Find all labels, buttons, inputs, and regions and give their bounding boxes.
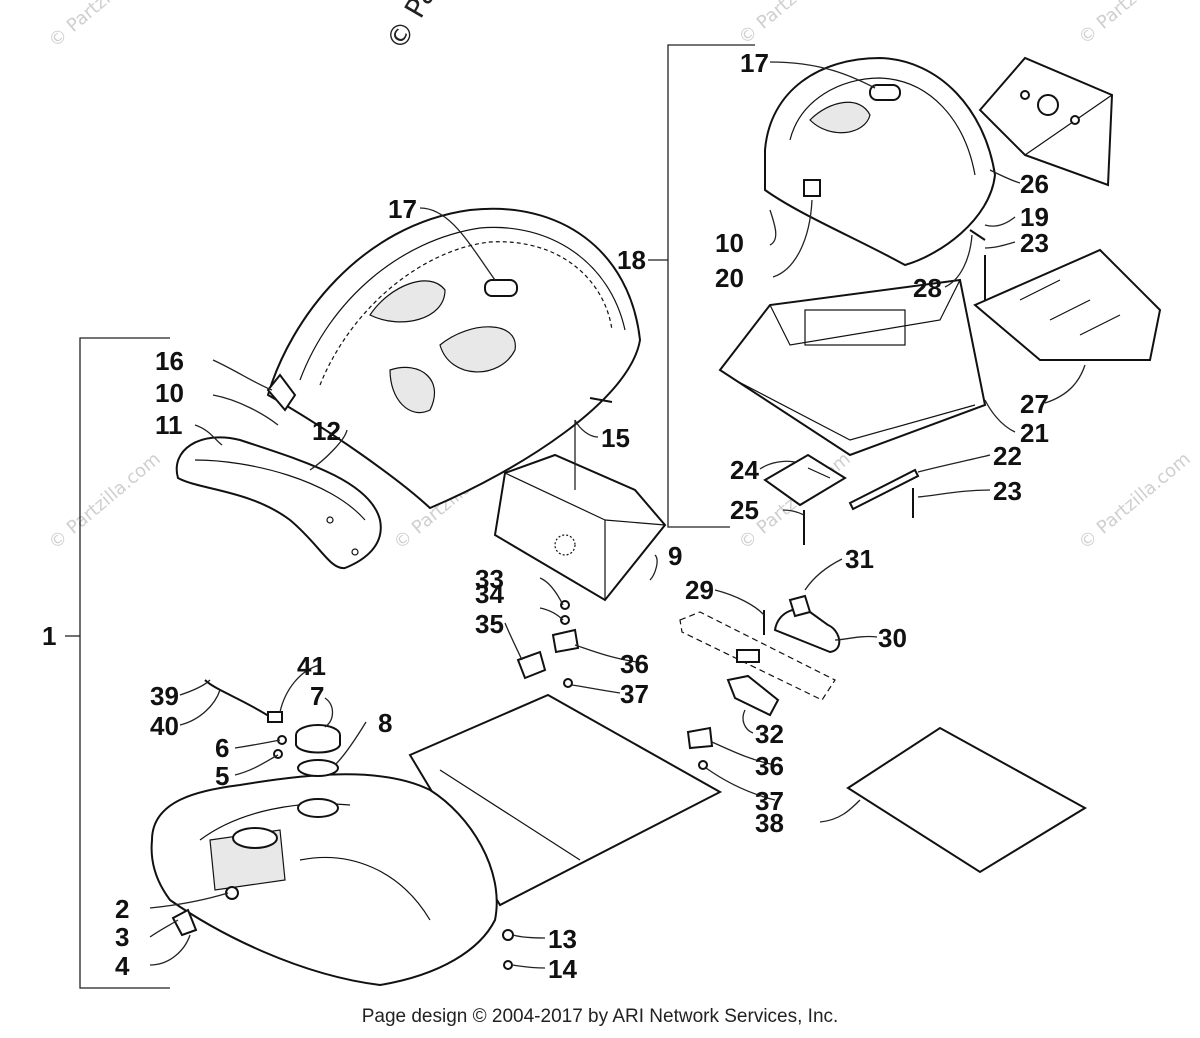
callout-19: 19 (1020, 202, 1049, 232)
leader-lines (149, 61, 1086, 969)
bracket-assembly-18 (648, 44, 755, 528)
callout-31: 31 (845, 544, 874, 574)
rear-seat-strap (869, 84, 901, 101)
callout-11: 11 (155, 410, 183, 440)
callout-20: 20 (715, 263, 744, 293)
watermark: © Partzilla.com (45, 0, 165, 52)
callout-36b: 36 (755, 751, 784, 781)
callout-2: 2 (115, 894, 129, 924)
callout-35: 35 (475, 609, 504, 639)
callouts: 1 2 3 4 5 6 7 8 9 10 10 11 12 13 14 15 1… (42, 48, 1049, 984)
callout-1: 1 (42, 621, 56, 651)
rear-seat-pad (978, 56, 1114, 187)
callout-23b: 23 (993, 476, 1022, 506)
callout-25: 25 (730, 495, 759, 525)
seat-foam-block (493, 453, 667, 602)
watermark: © Partzilla.com (1075, 448, 1195, 553)
callout-10b: 10 (715, 228, 744, 258)
rear-seat-cushion (764, 56, 997, 267)
callout-6: 6 (215, 733, 229, 763)
callout-15: 15 (601, 423, 630, 453)
grab-handle-assembly (679, 594, 841, 717)
callout-27: 27 (1020, 389, 1049, 419)
callout-30: 30 (878, 623, 907, 653)
petcock (171, 908, 198, 937)
callout-14: 14 (548, 954, 577, 984)
callout-9: 9 (668, 541, 682, 571)
watermark: © Partzilla.com (1075, 0, 1195, 49)
callout-26: 26 (1020, 169, 1049, 199)
callout-8: 8 (378, 708, 392, 738)
callout-34: 34 (475, 579, 504, 609)
callout-7: 7 (310, 681, 324, 711)
fuel-cap (295, 724, 341, 754)
callout-24: 24 (730, 455, 759, 485)
callout-4: 4 (115, 951, 130, 981)
bracket-assembly-1 (65, 337, 170, 989)
callout-37b: 37 (755, 786, 784, 816)
callout-41: 41 (297, 651, 326, 681)
callout-5: 5 (215, 761, 229, 791)
callout-17b: 17 (740, 48, 769, 78)
vent-hose (204, 679, 287, 759)
watermark: © Partzilla.com (45, 448, 165, 553)
callout-23a: 23 (1020, 228, 1049, 258)
seat-side-cover (175, 436, 382, 570)
seat-latch-plate (803, 179, 821, 197)
watermark: © Partzilla.com (735, 0, 855, 49)
callout-18: 18 (617, 245, 646, 275)
callout-37a: 37 (620, 679, 649, 709)
callout-38: 38 (755, 808, 784, 838)
mount-brackets (516, 600, 714, 770)
callout-22: 22 (993, 441, 1022, 471)
footer-copyright: Page design © 2004-2017 by ARI Network S… (361, 1006, 839, 1027)
callout-13: 13 (548, 924, 577, 954)
callout-36a: 36 (620, 649, 649, 679)
floor-mat (846, 726, 1087, 874)
cap-gasket (297, 759, 339, 777)
callout-28: 28 (913, 273, 942, 303)
rear-fender (973, 248, 1162, 361)
callout-32: 32 (755, 719, 784, 749)
seal-strip (848, 468, 920, 511)
mount-plate (763, 453, 847, 507)
callout-12: 12 (312, 416, 341, 446)
callout-40: 40 (150, 711, 179, 741)
watermark-top: © Parts (379, 0, 461, 56)
fastener-set-rear (803, 229, 986, 545)
callout-33: 33 (475, 564, 504, 594)
callout-3: 3 (115, 922, 129, 952)
seat-strap (484, 279, 518, 297)
callout-21: 21 (1020, 418, 1049, 448)
front-seat (266, 207, 642, 510)
fastener-set-floor (502, 929, 514, 970)
callout-16: 16 (155, 346, 184, 376)
callout-17a: 17 (388, 194, 417, 224)
storage-box (718, 278, 987, 457)
callout-39: 39 (150, 681, 179, 711)
callout-29: 29 (685, 575, 714, 605)
callout-10a: 10 (155, 378, 184, 408)
fuel-tank (150, 773, 498, 987)
